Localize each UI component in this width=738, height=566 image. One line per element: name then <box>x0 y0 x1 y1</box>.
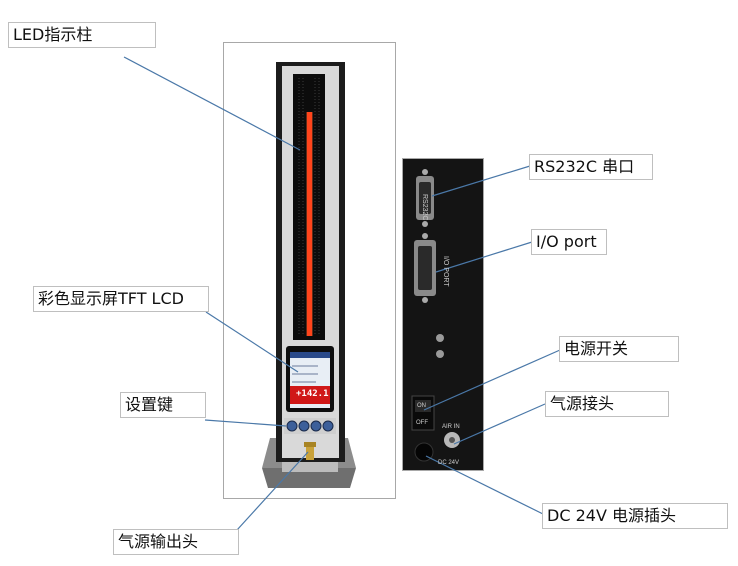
label-air-inlet: 气源接头 <box>545 391 669 417</box>
leader-switch <box>423 349 561 411</box>
leader-air-outlet <box>236 451 309 531</box>
key-2 <box>298 420 310 432</box>
leader-dc <box>425 455 546 516</box>
key-4 <box>322 420 334 432</box>
label-led-column: LED指示柱 <box>8 22 156 48</box>
label-io-port: I/O port <box>531 229 607 255</box>
switch-on-mark: ON <box>417 403 426 409</box>
switch-off-mark: OFF <box>416 420 428 426</box>
rs232c-mark: RS232C <box>421 194 428 221</box>
key-3 <box>310 420 322 432</box>
led-ticks <box>298 78 320 336</box>
label-rs232c: RS232C 串口 <box>529 154 653 180</box>
air-in-mark: AIR IN <box>442 424 460 430</box>
leader-tft <box>205 311 299 373</box>
label-dc-power: DC 24V 电源插头 <box>542 503 728 529</box>
lcd-value-box <box>290 386 330 404</box>
label-air-outlet: 气源输出头 <box>113 529 239 555</box>
dc-jack <box>414 442 434 462</box>
base-stand <box>262 468 356 488</box>
lcd-value: +142.1 <box>296 389 329 399</box>
leader-lines <box>123 56 561 531</box>
key-1 <box>286 420 298 432</box>
label-setting-keys: 设置键 <box>120 392 206 418</box>
leader-air-inlet <box>453 403 546 445</box>
led-bar <box>307 112 312 336</box>
io-port-mark: I/O PORT <box>442 256 449 287</box>
leader-io <box>435 241 533 273</box>
leader-rs232c <box>431 165 531 197</box>
air-outlet-fitting <box>306 446 314 460</box>
leader-keys <box>204 419 287 427</box>
label-power-switch: 电源开关 <box>559 336 679 362</box>
leader-led <box>123 56 301 151</box>
dc-mark: DC 24V <box>438 460 460 466</box>
label-tft-lcd: 彩色显示屏TFT LCD <box>33 286 209 312</box>
